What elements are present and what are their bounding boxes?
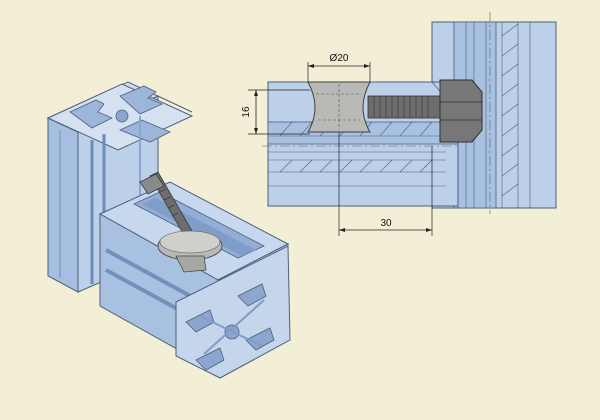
fastener-body (175, 255, 207, 273)
top-t-slot-inner (142, 198, 256, 256)
end-slot-2 (237, 283, 267, 307)
section-bolt-thread (373, 96, 429, 118)
section-bolt-head (439, 79, 483, 143)
section-vertical-hatch (501, 23, 519, 197)
height-label: 16 (241, 106, 252, 118)
end-web (199, 299, 265, 355)
dimension-height: 16 (241, 89, 310, 135)
vertical-profile-front (47, 117, 79, 293)
length-label: 30 (380, 218, 392, 229)
diameter-label: Ø20 (330, 53, 349, 64)
section-bolt-head-facets (440, 101, 482, 121)
core-bore (115, 109, 129, 123)
dimension-length: 30 (338, 132, 433, 236)
isometric-assembly (46, 81, 291, 379)
top-slot-outline-2 (119, 85, 163, 115)
dimension-diameter: Ø20 (307, 53, 371, 82)
top-slot-outline (69, 99, 113, 129)
end-slot-3 (245, 327, 275, 351)
section-drawing: Ø20 16 30 (241, 12, 557, 236)
section-fastener-dash (316, 84, 362, 130)
fastener-disk-top (159, 230, 221, 254)
bolt-head (139, 173, 165, 195)
section-horizontal-lines (268, 135, 446, 187)
end-slot-4 (195, 347, 225, 371)
